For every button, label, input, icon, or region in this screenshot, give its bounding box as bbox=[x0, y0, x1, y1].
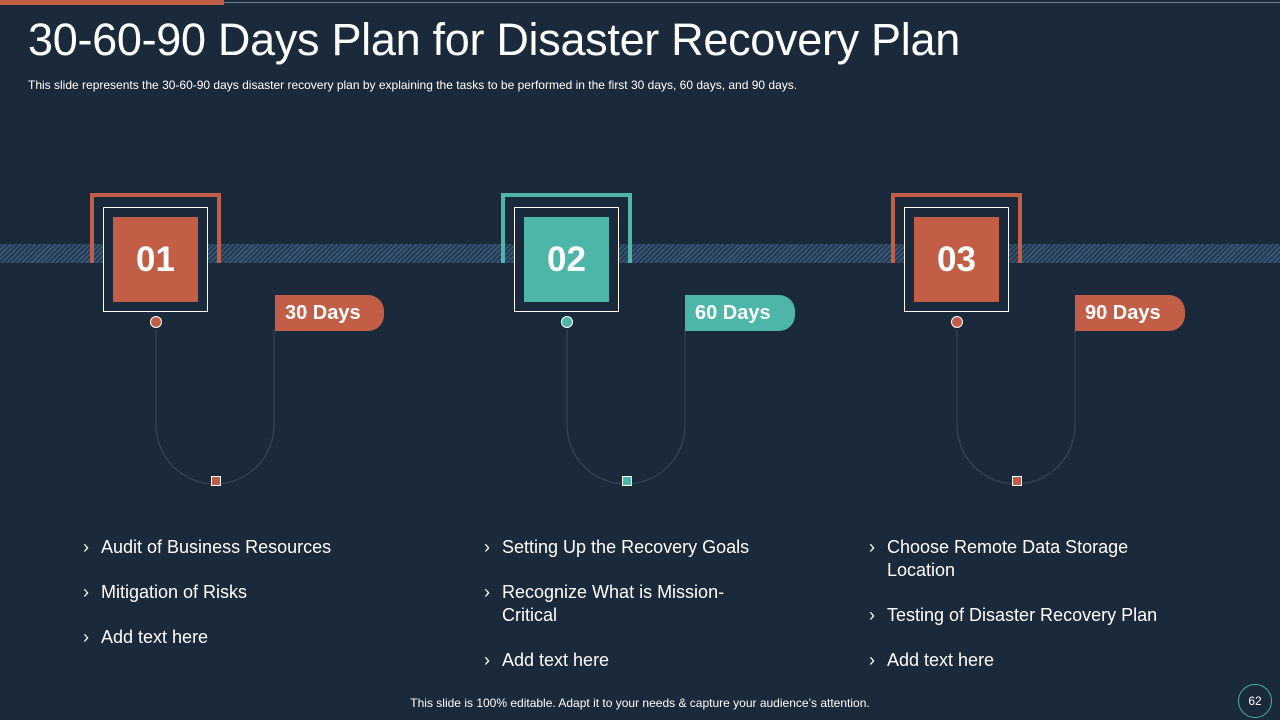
days-label: 60 Days bbox=[685, 295, 795, 331]
connector-square bbox=[622, 476, 632, 486]
phase-number: 03 bbox=[914, 217, 999, 302]
phase-number-frame: 03 bbox=[904, 207, 1009, 312]
footer-note: This slide is 100% editable. Adapt it to… bbox=[410, 696, 870, 710]
phase-bracket bbox=[90, 193, 221, 263]
task-item: Mitigation of Risks bbox=[83, 581, 413, 604]
timeline-dot bbox=[150, 316, 162, 328]
phase-number-frame: 02 bbox=[514, 207, 619, 312]
phase-bracket bbox=[891, 193, 1022, 263]
phase-column-1: 01 30 Days Audit of Business Resources M… bbox=[0, 0, 400, 720]
phase-number: 01 bbox=[113, 217, 198, 302]
task-list: Setting Up the Recovery Goals Recognize … bbox=[484, 536, 774, 694]
timeline-dot bbox=[951, 316, 963, 328]
task-item: Add text here bbox=[484, 649, 774, 672]
task-item: Add text here bbox=[869, 649, 1199, 672]
task-item: Recognize What is Mission-Critical bbox=[484, 581, 774, 627]
phase-column-3: 03 90 Days Choose Remote Data Storage Lo… bbox=[0, 0, 1185, 720]
connector-square bbox=[211, 476, 221, 486]
timeline-dot bbox=[561, 316, 573, 328]
days-label: 30 Days bbox=[275, 295, 384, 331]
connector-curve bbox=[566, 330, 686, 485]
top-rule bbox=[0, 2, 1280, 3]
task-item: Testing of Disaster Recovery Plan bbox=[869, 604, 1199, 627]
task-item: Audit of Business Resources bbox=[83, 536, 413, 559]
task-list: Choose Remote Data Storage Location Test… bbox=[869, 536, 1199, 694]
phase-bracket bbox=[501, 193, 632, 263]
task-item: Choose Remote Data Storage Location bbox=[869, 536, 1199, 582]
phase-column-2: 02 60 Days Setting Up the Recovery Goals… bbox=[0, 0, 795, 720]
connector-curve bbox=[956, 330, 1076, 485]
slide-subtitle: This slide represents the 30-60-90 days … bbox=[28, 78, 798, 92]
connector-square bbox=[1012, 476, 1022, 486]
task-list: Audit of Business Resources Mitigation o… bbox=[83, 536, 413, 671]
days-label: 90 Days bbox=[1075, 295, 1185, 331]
phase-number-frame: 01 bbox=[103, 207, 208, 312]
page-number: 62 bbox=[1238, 684, 1272, 718]
task-item: Setting Up the Recovery Goals bbox=[484, 536, 774, 559]
slide-title: 30-60-90 Days Plan for Disaster Recovery… bbox=[28, 14, 960, 65]
top-accent-bar bbox=[0, 0, 224, 5]
task-item: Add text here bbox=[83, 626, 413, 649]
phase-number: 02 bbox=[524, 217, 609, 302]
